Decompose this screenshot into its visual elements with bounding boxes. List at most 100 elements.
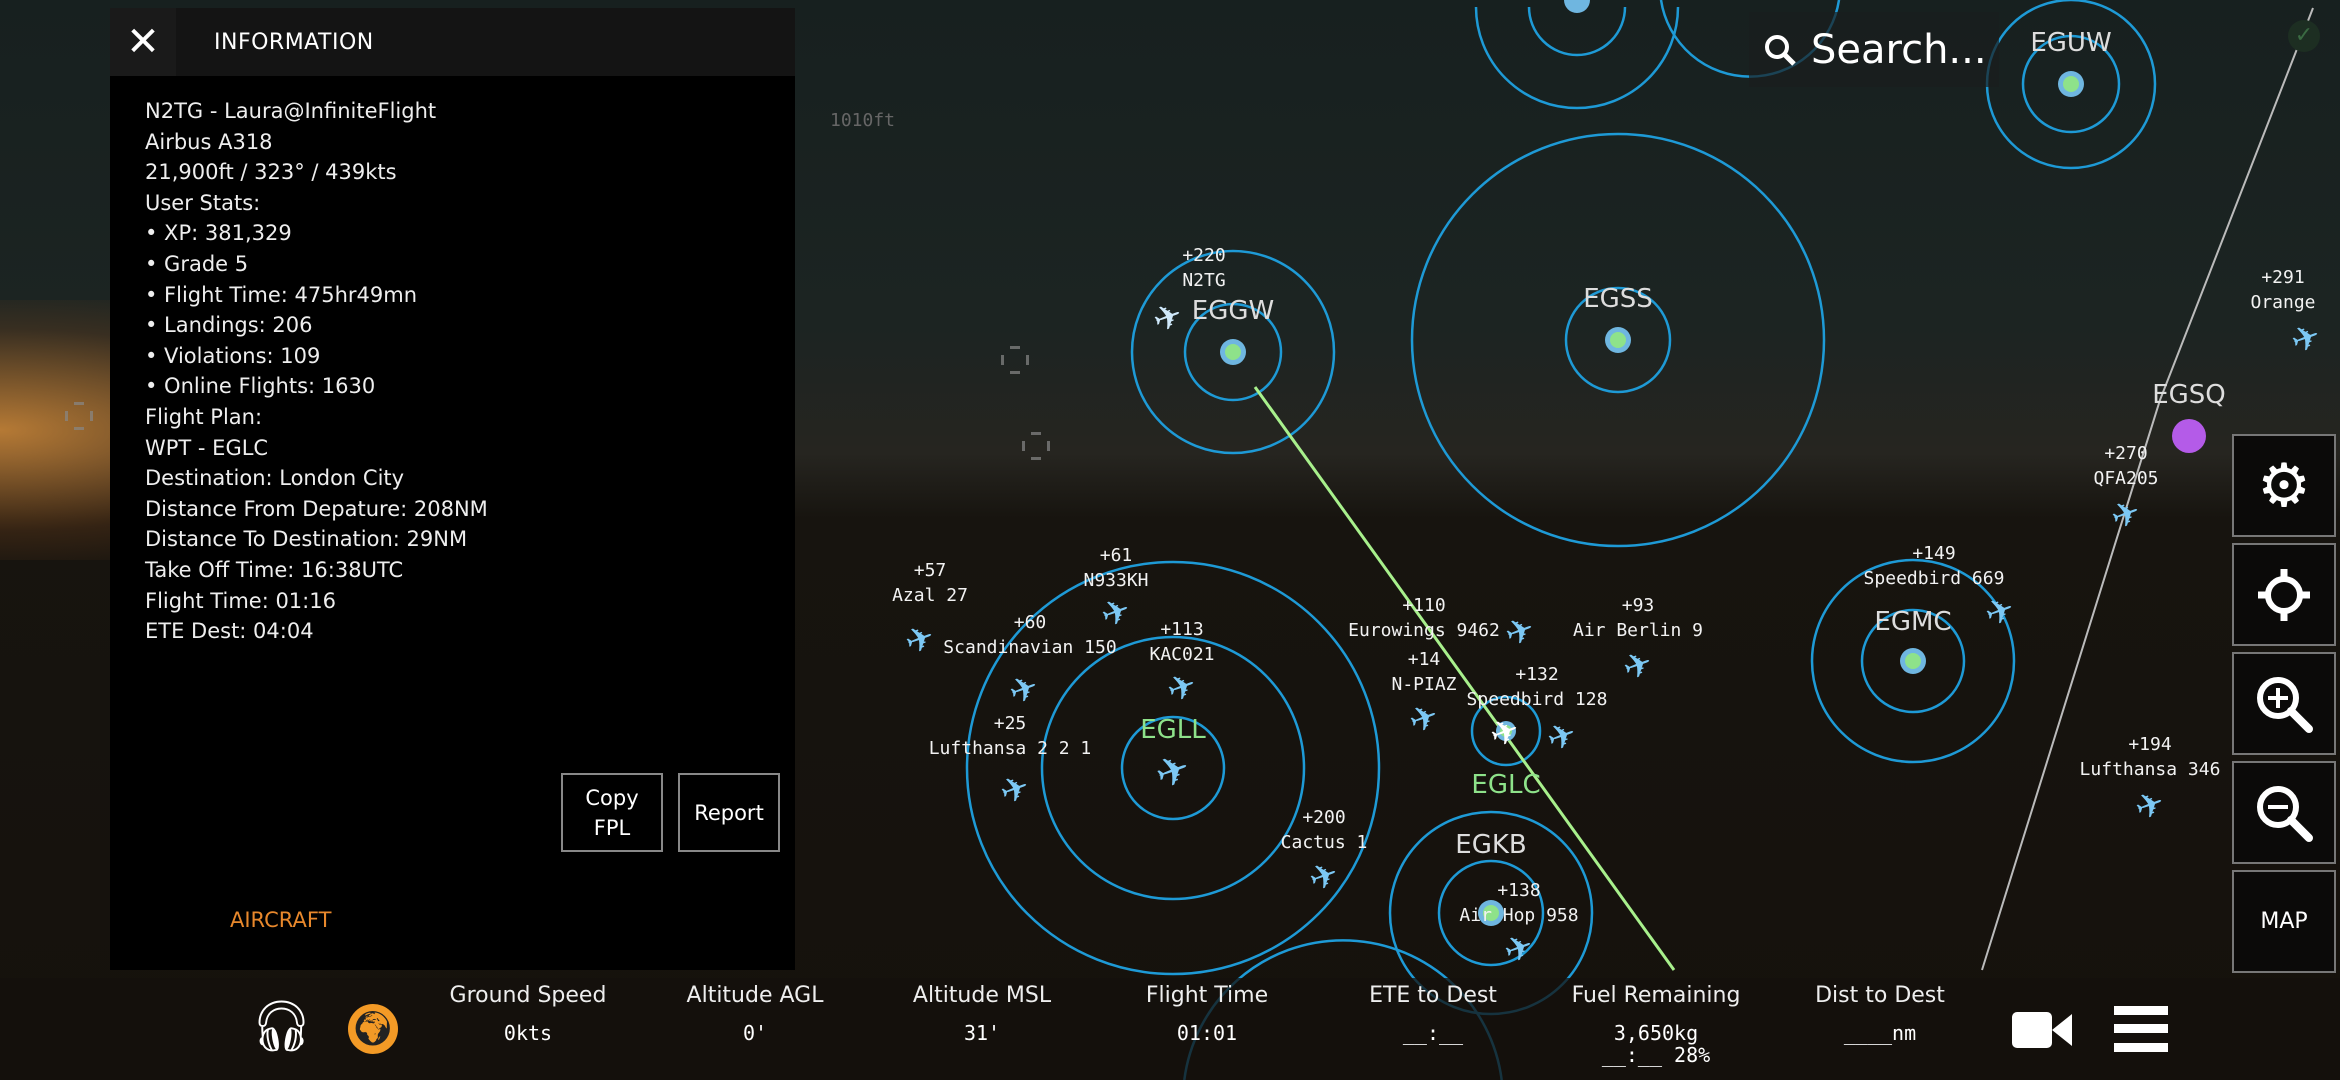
stat-label: Ground Speed xyxy=(449,983,607,1008)
settings-button[interactable]: ⚙ xyxy=(2232,434,2336,537)
aircraft-callsign[interactable]: N-PIAZ xyxy=(1391,674,1457,695)
stat-value: 31' xyxy=(963,1021,1001,1045)
panel-title: INFORMATION xyxy=(214,29,374,55)
info-line: Distance To Destination: 29NM xyxy=(145,527,468,552)
information-panel: ✕ INFORMATION N2TG - Laura@InfiniteFligh… xyxy=(110,8,795,970)
info-line: Destination: London City xyxy=(145,466,405,491)
aircraft-altitude: +61 xyxy=(1099,545,1133,566)
search-bar[interactable]: Search... xyxy=(1749,12,1999,87)
airport-marker-icon xyxy=(1496,721,1516,741)
report-button[interactable]: Report xyxy=(678,773,780,852)
aircraft-callsign[interactable]: Speedbird 128 xyxy=(1466,689,1608,710)
aircraft-tab[interactable]: AIRCRAFT xyxy=(230,908,332,932)
airport-label-egss[interactable]: EGSS xyxy=(1583,284,1653,314)
map-button[interactable]: MAP xyxy=(2232,870,2336,973)
info-line: Distance From Depature: 208NM xyxy=(145,496,488,521)
check-icon[interactable]: ✓ xyxy=(2288,20,2320,52)
stat-label: Dist to Dest xyxy=(1815,983,1945,1008)
airport-ring xyxy=(1437,859,1545,967)
info-line: • Violations: 109 xyxy=(145,343,321,368)
stat-value: 0kts xyxy=(503,1021,553,1045)
airport-marker-icon xyxy=(1478,900,1504,926)
info-line: 21,900ft / 323° / 439kts xyxy=(145,160,397,185)
stat-label: Flight Time xyxy=(1145,983,1269,1008)
aircraft-altitude: +200 xyxy=(1302,807,1346,828)
bracket-marker-icon xyxy=(1001,346,1029,374)
faint-altitude-text: 1010ft xyxy=(830,110,896,131)
stat-label: Fuel Remaining xyxy=(1571,983,1741,1008)
airport-marker-icon xyxy=(2058,71,2084,97)
airport-ring xyxy=(1120,715,1226,821)
aircraft-callsign[interactable]: Lufthansa 346 xyxy=(2079,759,2221,780)
stat-label: Altitude MSL xyxy=(912,983,1052,1008)
aircraft-callsign[interactable]: N2TG xyxy=(1182,270,1226,291)
search-input[interactable]: Search... xyxy=(1811,26,1987,73)
stat-dist-to-dest: Dist to Dest____nm xyxy=(1770,978,1990,1044)
aircraft-altitude: +60 xyxy=(1013,612,1047,633)
stat-ete-to-dest: ETE to Dest__:__ xyxy=(1323,978,1543,1044)
info-line: • Online Flights: 1630 xyxy=(145,374,376,399)
info-line: Flight Plan: xyxy=(145,404,263,429)
aircraft-altitude: +149 xyxy=(1912,543,1956,564)
aircraft-altitude: +113 xyxy=(1160,619,1204,640)
aircraft-callsign[interactable]: N933KH xyxy=(1083,570,1149,591)
aircraft-callsign[interactable]: Speedbird 669 xyxy=(1863,568,2005,589)
airport-ring xyxy=(1527,6,1627,57)
airport-label-egkb[interactable]: EGKB xyxy=(1455,830,1527,860)
airport-ring xyxy=(1810,558,2016,764)
stat-label: ETE to Dest xyxy=(1369,983,1497,1008)
zoom-out-icon xyxy=(2257,785,2313,842)
aircraft-callsign[interactable]: Eurowings 9462 xyxy=(1348,620,1500,641)
info-line: ETE Dest: 04:04 xyxy=(145,619,314,644)
info-line: • Grade 5 xyxy=(145,251,249,276)
airport-label-egsq[interactable]: EGSQ xyxy=(2152,380,2226,410)
aircraft-callsign[interactable]: Scandinavian 150 xyxy=(943,637,1117,658)
fullscreen-icon[interactable] xyxy=(65,402,93,430)
info-line: WPT - EGLC xyxy=(145,435,269,460)
bracket-marker-icon xyxy=(1022,432,1050,460)
airport-ring xyxy=(1130,249,1336,455)
aircraft-callsign[interactable]: Cactus 1 xyxy=(1280,832,1368,853)
info-line: N2TG - Laura@InfiniteFlight xyxy=(145,99,437,123)
panel-header: ✕ INFORMATION xyxy=(110,8,795,76)
close-icon[interactable]: ✕ xyxy=(110,8,176,76)
airport-label-eglc[interactable]: EGLC xyxy=(1471,770,1541,800)
camera-icon[interactable] xyxy=(2012,1010,2072,1050)
headset-icon[interactable]: 🎧︎ xyxy=(250,997,314,1055)
aircraft-altitude: +291 xyxy=(2261,267,2305,288)
aircraft-callsign[interactable]: KAC021 xyxy=(1149,644,1215,665)
airport-label-egmc[interactable]: EGMC xyxy=(1874,607,1952,637)
stat-value: 0' xyxy=(742,1021,768,1045)
aircraft-callsign[interactable]: Air Hop 958 xyxy=(1459,905,1579,926)
flight-route-line xyxy=(1253,386,1676,971)
copy-fpl-button[interactable]: Copy FPL xyxy=(561,773,663,852)
aircraft-callsign[interactable]: Orange xyxy=(2250,292,2316,313)
airport-markers xyxy=(1220,0,2206,926)
aircraft-altitude: +14 xyxy=(1407,649,1441,670)
zoom-out-button[interactable] xyxy=(2232,761,2336,864)
airport-label-eguw[interactable]: EGUW xyxy=(2030,28,2112,58)
zoom-in-button[interactable] xyxy=(2232,652,2336,755)
airport-ring xyxy=(965,560,1381,976)
airport-label-egll[interactable]: EGLL xyxy=(1140,715,1206,745)
info-line: User Stats: xyxy=(145,190,261,215)
aircraft-callsign[interactable]: Air Berlin 9 xyxy=(1572,620,1704,641)
aircraft-callsign[interactable]: Azal 27 xyxy=(892,585,968,606)
airport-marker-icon xyxy=(1564,0,1590,13)
airport-label-eggw[interactable]: EGGW xyxy=(1191,296,1275,326)
airport-ring xyxy=(1470,695,1542,767)
aircraft-callsign[interactable]: QFA205 xyxy=(2093,468,2159,489)
airport-marker-icon xyxy=(1220,339,1246,365)
info-line: • Landings: 206 xyxy=(145,313,313,338)
center-location-button[interactable] xyxy=(2232,543,2336,646)
airport-marker-icon xyxy=(2172,419,2206,453)
stat-value-secondary: __:__ 28% xyxy=(1601,1043,1711,1067)
aircraft-callsign[interactable]: Lufthansa 2 2 1 xyxy=(928,738,1092,759)
stat-ground-speed: Ground Speed 0kts xyxy=(418,978,638,1044)
menu-icon[interactable] xyxy=(2114,1006,2168,1052)
aircraft-altitude: +220 xyxy=(1182,245,1226,266)
globe-icon[interactable]: 🌍︎ xyxy=(348,1004,398,1054)
